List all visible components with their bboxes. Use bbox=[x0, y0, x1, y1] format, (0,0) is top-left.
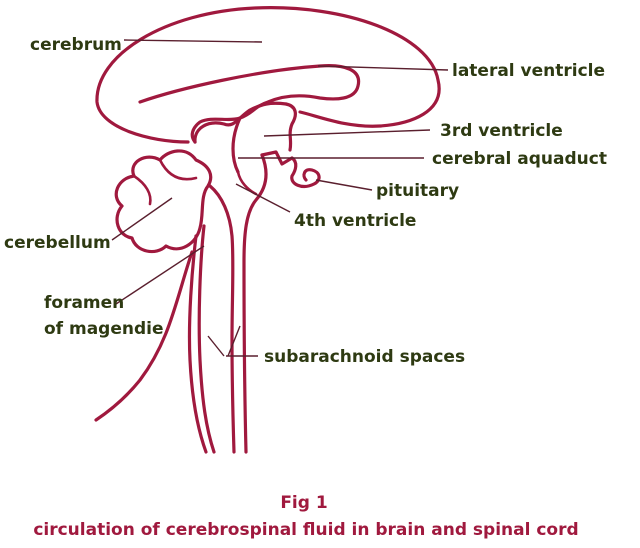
brain-drawing bbox=[94, 6, 441, 454]
leader-fourth-ventricle bbox=[235, 183, 291, 213]
label-cerebellum: cerebellum bbox=[4, 233, 111, 253]
spinal-sheath-inner bbox=[197, 224, 216, 454]
cerebrum-outline bbox=[95, 6, 441, 144]
label-foramen-line1: foramen bbox=[44, 293, 124, 313]
leader-pituitary bbox=[315, 179, 373, 191]
label-third-ventricle: 3rd ventricle bbox=[440, 121, 563, 141]
spinal-sheath-left bbox=[187, 234, 208, 454]
label-subarachnoid-spaces: subarachnoid spaces bbox=[264, 347, 465, 367]
third-ventricle-shape bbox=[231, 102, 297, 174]
cerebellum-fold-2 bbox=[132, 174, 152, 206]
cerebellum-fold-1 bbox=[158, 158, 198, 181]
brainstem-right bbox=[242, 153, 268, 454]
label-cerebrum: cerebrum bbox=[30, 35, 122, 55]
labels: cerebrum lateral ventricle 3rd ventricle… bbox=[4, 35, 607, 367]
label-foramen-line2: of magendie bbox=[44, 319, 164, 339]
pituitary-shape bbox=[290, 156, 321, 189]
label-fourth-ventricle: 4th ventricle bbox=[294, 211, 416, 231]
leader-third-ventricle bbox=[263, 129, 431, 137]
fourth-ventricle-channel bbox=[236, 170, 258, 196]
neck-outline bbox=[94, 250, 194, 422]
lateral-ventricle-shape bbox=[138, 64, 361, 144]
leader-lateral-ventricle bbox=[317, 65, 449, 71]
caption-text: circulation of cerebrospinal fluid in br… bbox=[33, 520, 578, 540]
leader-cerebellum bbox=[111, 197, 173, 241]
inner-ventricle-arc bbox=[193, 101, 288, 144]
label-cerebral-aquaduct: cerebral aquaduct bbox=[432, 149, 607, 169]
label-pituitary: pituitary bbox=[376, 181, 459, 201]
figure-caption: Fig 1 circulation of cerebrospinal fluid… bbox=[33, 493, 578, 540]
leader-subarachnoid-b bbox=[227, 325, 241, 357]
brainstem-left bbox=[208, 184, 236, 454]
label-lateral-ventricle: lateral ventricle bbox=[452, 61, 605, 81]
leader-cerebrum bbox=[123, 39, 263, 43]
caption-fig-number: Fig 1 bbox=[280, 493, 327, 513]
cerebellum-outline bbox=[114, 149, 213, 254]
leader-lines bbox=[111, 39, 449, 357]
leader-subarachnoid-a bbox=[207, 335, 225, 357]
leader-foramen bbox=[115, 245, 205, 305]
